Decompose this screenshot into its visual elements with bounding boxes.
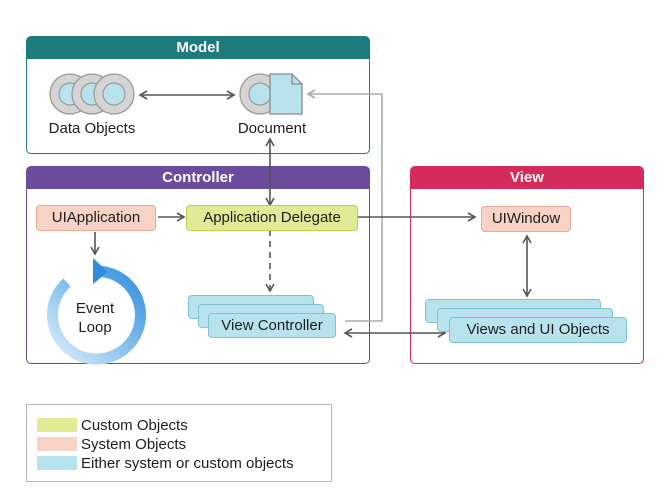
- legend-label-either: Either system or custom objects: [81, 455, 294, 472]
- uiwindow-box: UIWindow: [481, 206, 571, 232]
- legend-label-custom: Custom Objects: [81, 417, 188, 434]
- model-title: Model: [27, 37, 369, 59]
- controller-title: Controller: [27, 167, 369, 189]
- document-label: Document: [237, 120, 307, 137]
- application-delegate-box: Application Delegate: [186, 205, 358, 231]
- views-ui-objects-box: Views and UI Objects: [449, 317, 627, 343]
- event-loop-label-line2: Loop: [78, 319, 112, 336]
- uiapplication-box: UIApplication: [36, 205, 156, 231]
- view-controller-box: View Controller: [208, 313, 336, 338]
- controller-panel: Controller: [26, 166, 370, 364]
- legend-swatch-custom: [37, 418, 77, 432]
- event-loop-icon: [47, 258, 146, 365]
- event-loop-label-line1: Event: [75, 300, 115, 317]
- legend-label-system: System Objects: [81, 436, 187, 453]
- data-objects-label: Data Objects: [48, 120, 136, 137]
- view-title: View: [411, 167, 643, 189]
- document-icon: [239, 73, 303, 115]
- legend-swatch-either: [37, 456, 77, 470]
- legend-swatch-system: [37, 437, 77, 451]
- data-objects-icon: [49, 73, 135, 115]
- legend: Custom Objects System Objects Either sys…: [26, 404, 332, 482]
